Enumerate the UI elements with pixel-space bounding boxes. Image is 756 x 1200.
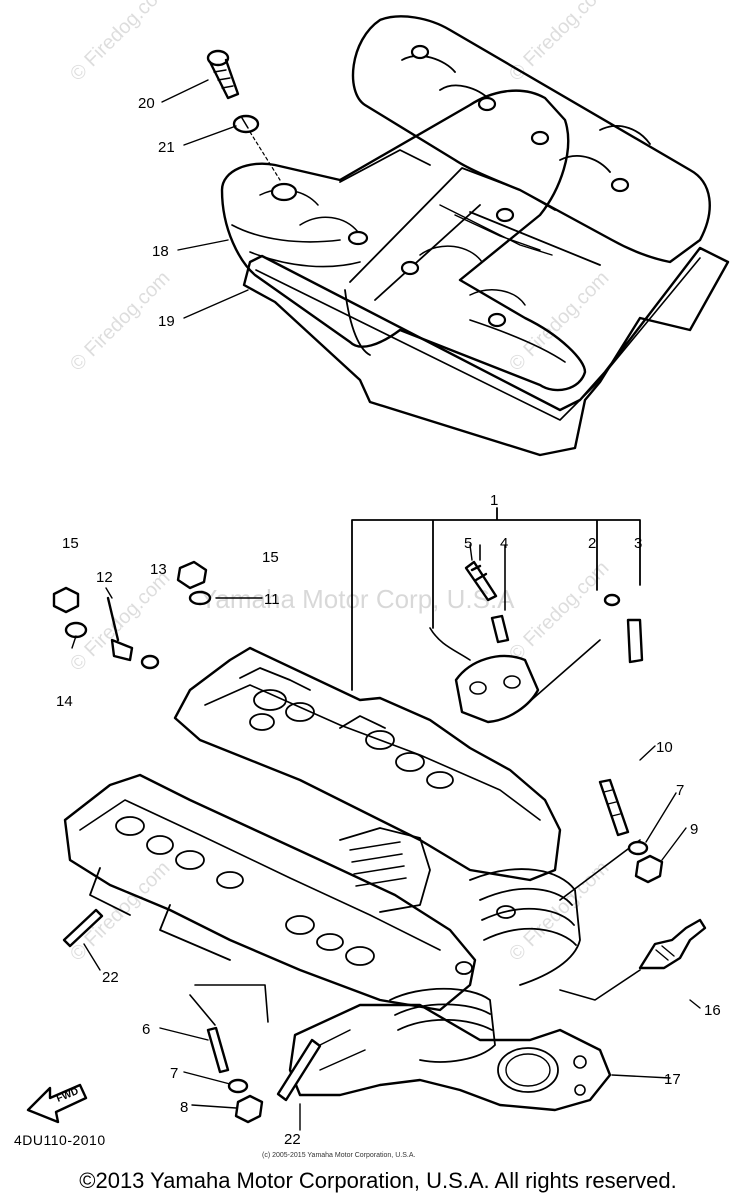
nut-8 [234, 1094, 264, 1124]
callout-22-bottom: 22 [284, 1131, 301, 1148]
stud-6 [206, 1026, 230, 1074]
pipe-2 [626, 618, 644, 664]
head-cover-front [220, 89, 587, 392]
spark-plug-16 [638, 918, 707, 970]
bolt-5 [464, 560, 498, 602]
callout-21: 21 [158, 139, 175, 156]
small-copyright: (c) 2005-2015 Yamaha Motor Corporation, … [262, 1152, 416, 1159]
callout-17: 17 [664, 1071, 681, 1088]
head-cover-assembly [206, 15, 730, 457]
washer-14 [64, 621, 88, 639]
nut-9 [634, 854, 664, 884]
cylinder-head-gasket [288, 1003, 612, 1112]
callout-7-left: 7 [170, 1065, 178, 1082]
copyright-footer: ©2013 Yamaha Motor Corporation, U.S.A. A… [79, 1168, 677, 1193]
small-parts: FWD [26, 560, 707, 1124]
cover-bolt-hole [347, 230, 369, 246]
callout-4: 4 [500, 535, 508, 552]
callout-16: 16 [704, 1002, 721, 1019]
fwd-arrow-icon: FWD [26, 1083, 88, 1124]
cover-bolt-hole [495, 207, 515, 223]
dowel-4 [490, 614, 510, 644]
callout-15-left: 15 [62, 535, 79, 552]
callout-19: 19 [158, 313, 175, 330]
cam-cap [454, 654, 540, 724]
washer-11 [188, 590, 212, 606]
stud-10 [598, 778, 630, 837]
cover-bolt-hole [610, 177, 630, 193]
washer-7-left [227, 1078, 249, 1094]
callout-10: 10 [656, 739, 673, 756]
stud-22-left [62, 908, 104, 948]
stud-22-bottom [276, 1038, 322, 1102]
callout-1: 1 [490, 492, 498, 509]
callout-6: 6 [142, 1021, 150, 1038]
cylinder-head-assembly [63, 507, 641, 1112]
bolt-12 [106, 596, 134, 662]
callout-9: 9 [690, 821, 698, 838]
callout-22-left: 22 [102, 969, 119, 986]
callout-12: 12 [96, 569, 113, 586]
cover-bolt-hole [270, 182, 298, 202]
cover-bolt [206, 49, 240, 100]
cover-bolt-hole [400, 260, 420, 276]
oring-3 [603, 593, 621, 607]
callout-15-right: 15 [262, 549, 279, 566]
head-cover-rear [351, 15, 711, 264]
callout-20: 20 [138, 95, 155, 112]
callout-8: 8 [180, 1099, 188, 1116]
callout-5: 5 [464, 535, 472, 552]
watermark-corp: Yamaha Motor Corp, U.S.A [200, 584, 515, 614]
callout-18: 18 [152, 243, 169, 260]
nut-15-right [176, 560, 208, 590]
callout-3: 3 [634, 535, 642, 552]
nut-15-left [52, 586, 80, 614]
callout-13: 13 [150, 561, 167, 578]
cover-bolt-hole [410, 44, 430, 60]
callout-7-right: 7 [676, 782, 684, 799]
callout-2: 2 [588, 535, 596, 552]
diagram-code: 4DU110-2010 [14, 1132, 106, 1148]
cover-bolt-hole [530, 130, 550, 146]
washer-7-right [627, 840, 649, 856]
callout-numbers: 20 21 18 19 1 5 4 2 3 15 15 12 13 11 14 … [56, 95, 721, 1148]
cover-bolt-hole [477, 96, 497, 112]
head-cover-gasket [242, 246, 730, 457]
cover-bolt-hole [487, 312, 507, 328]
callout-11: 11 [264, 591, 280, 608]
callout-14: 14 [56, 693, 73, 710]
leader-lines [71, 79, 701, 1131]
washer-13 [140, 654, 160, 670]
